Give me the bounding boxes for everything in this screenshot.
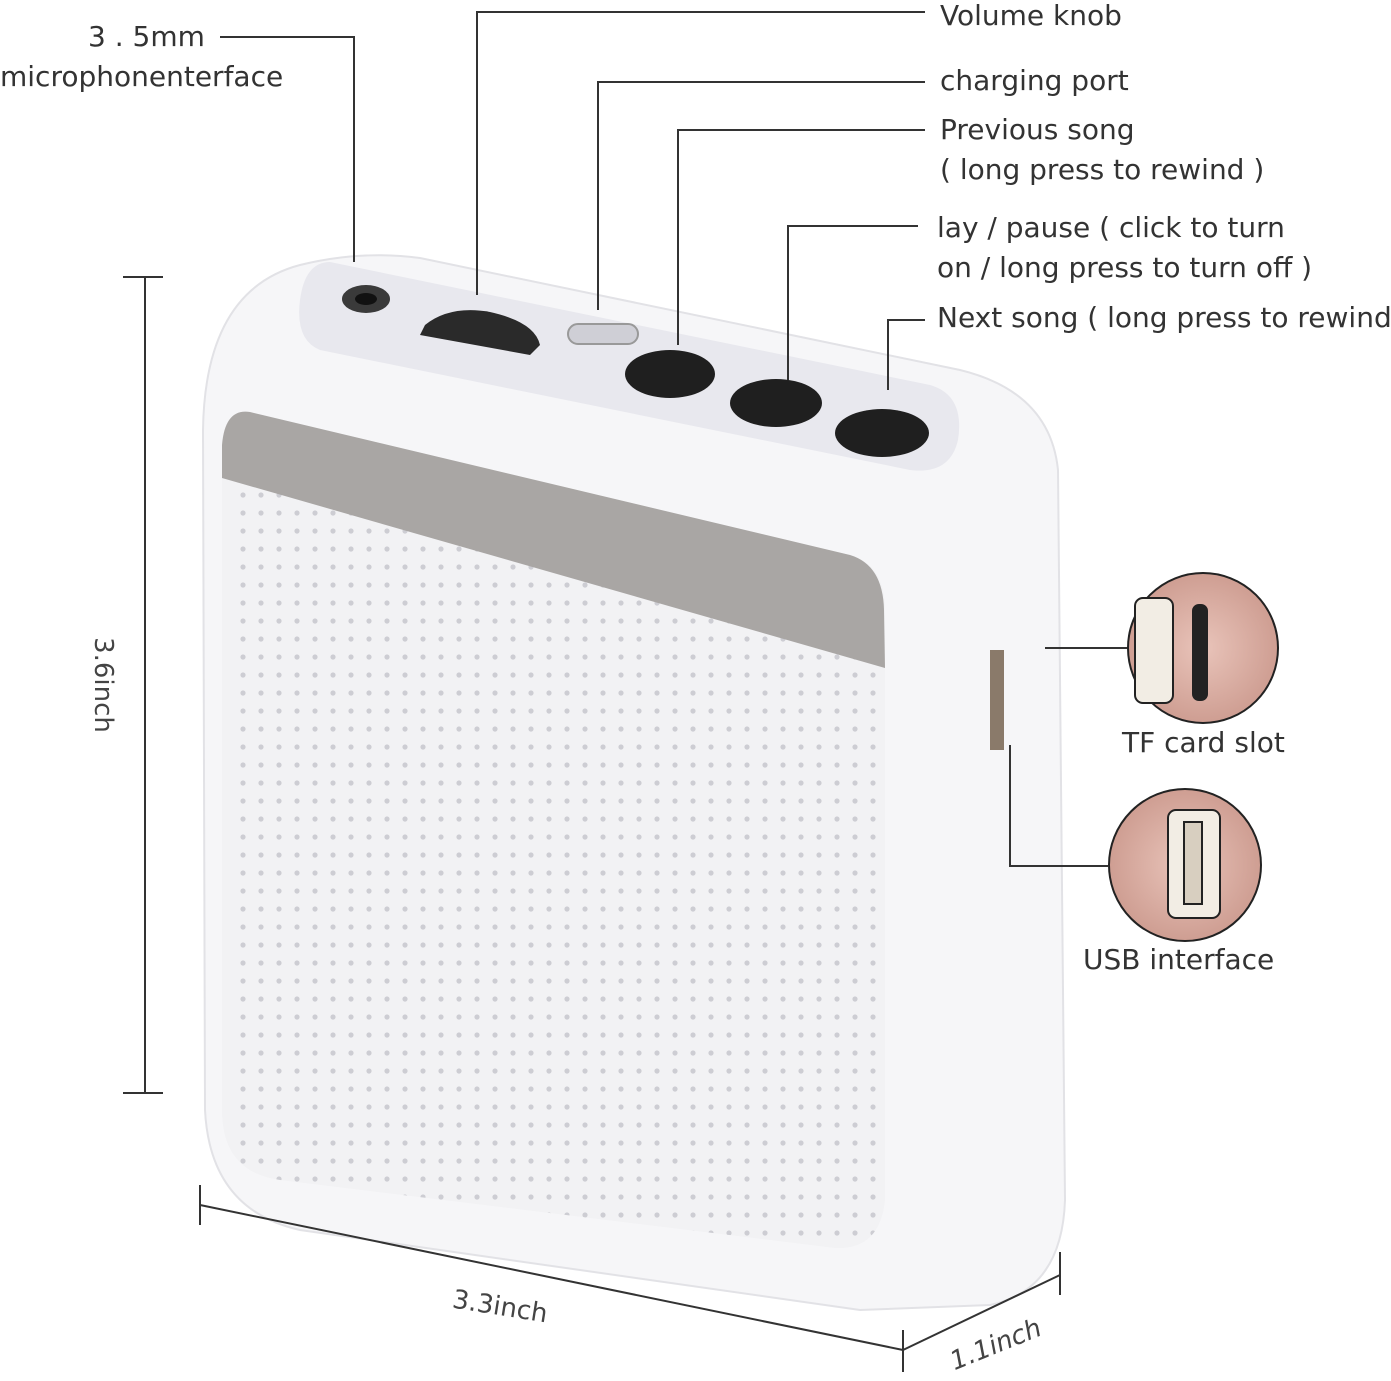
previous-label-line2: ( long press to rewind ) — [940, 153, 1265, 186]
volume-leader-line — [476, 11, 925, 295]
width-dim-line — [199, 1204, 904, 1351]
mic-label-line2: microphonenterface — [0, 60, 284, 93]
play-label-line1: lay / pause ( click to turn — [937, 211, 1285, 244]
volume-knob — [420, 310, 540, 355]
charging-port — [567, 323, 639, 345]
side-port — [990, 650, 1004, 750]
tf-label: TF card slot — [1122, 726, 1285, 759]
play-label-line2: on / long press to turn off ) — [937, 251, 1313, 284]
next-label: Next song ( long press to rewind ) — [937, 301, 1391, 334]
usb-label: USB interface — [1083, 943, 1275, 976]
tf-closeup — [1127, 572, 1279, 724]
play-leader-line — [787, 225, 918, 380]
mic-label-line1: 3 . 5mm — [88, 20, 205, 53]
depth-dim-line — [902, 1274, 1061, 1351]
gray-band — [222, 411, 885, 668]
previous-label-line1: Previous song — [940, 113, 1135, 146]
volume-label: Volume knob — [940, 0, 1122, 32]
next-leader-line — [887, 319, 925, 390]
charging-label: charging port — [940, 64, 1129, 97]
height-dimension: 3.6inch — [87, 637, 118, 733]
previous-button — [625, 350, 715, 398]
previous-leader-line — [677, 129, 925, 345]
mic-leader-line — [220, 36, 355, 262]
play-pause-button — [730, 379, 822, 427]
charging-leader-line — [597, 81, 925, 310]
usb-leader-line — [1009, 745, 1108, 867]
next-button — [835, 409, 929, 457]
usb-closeup — [1108, 788, 1262, 942]
